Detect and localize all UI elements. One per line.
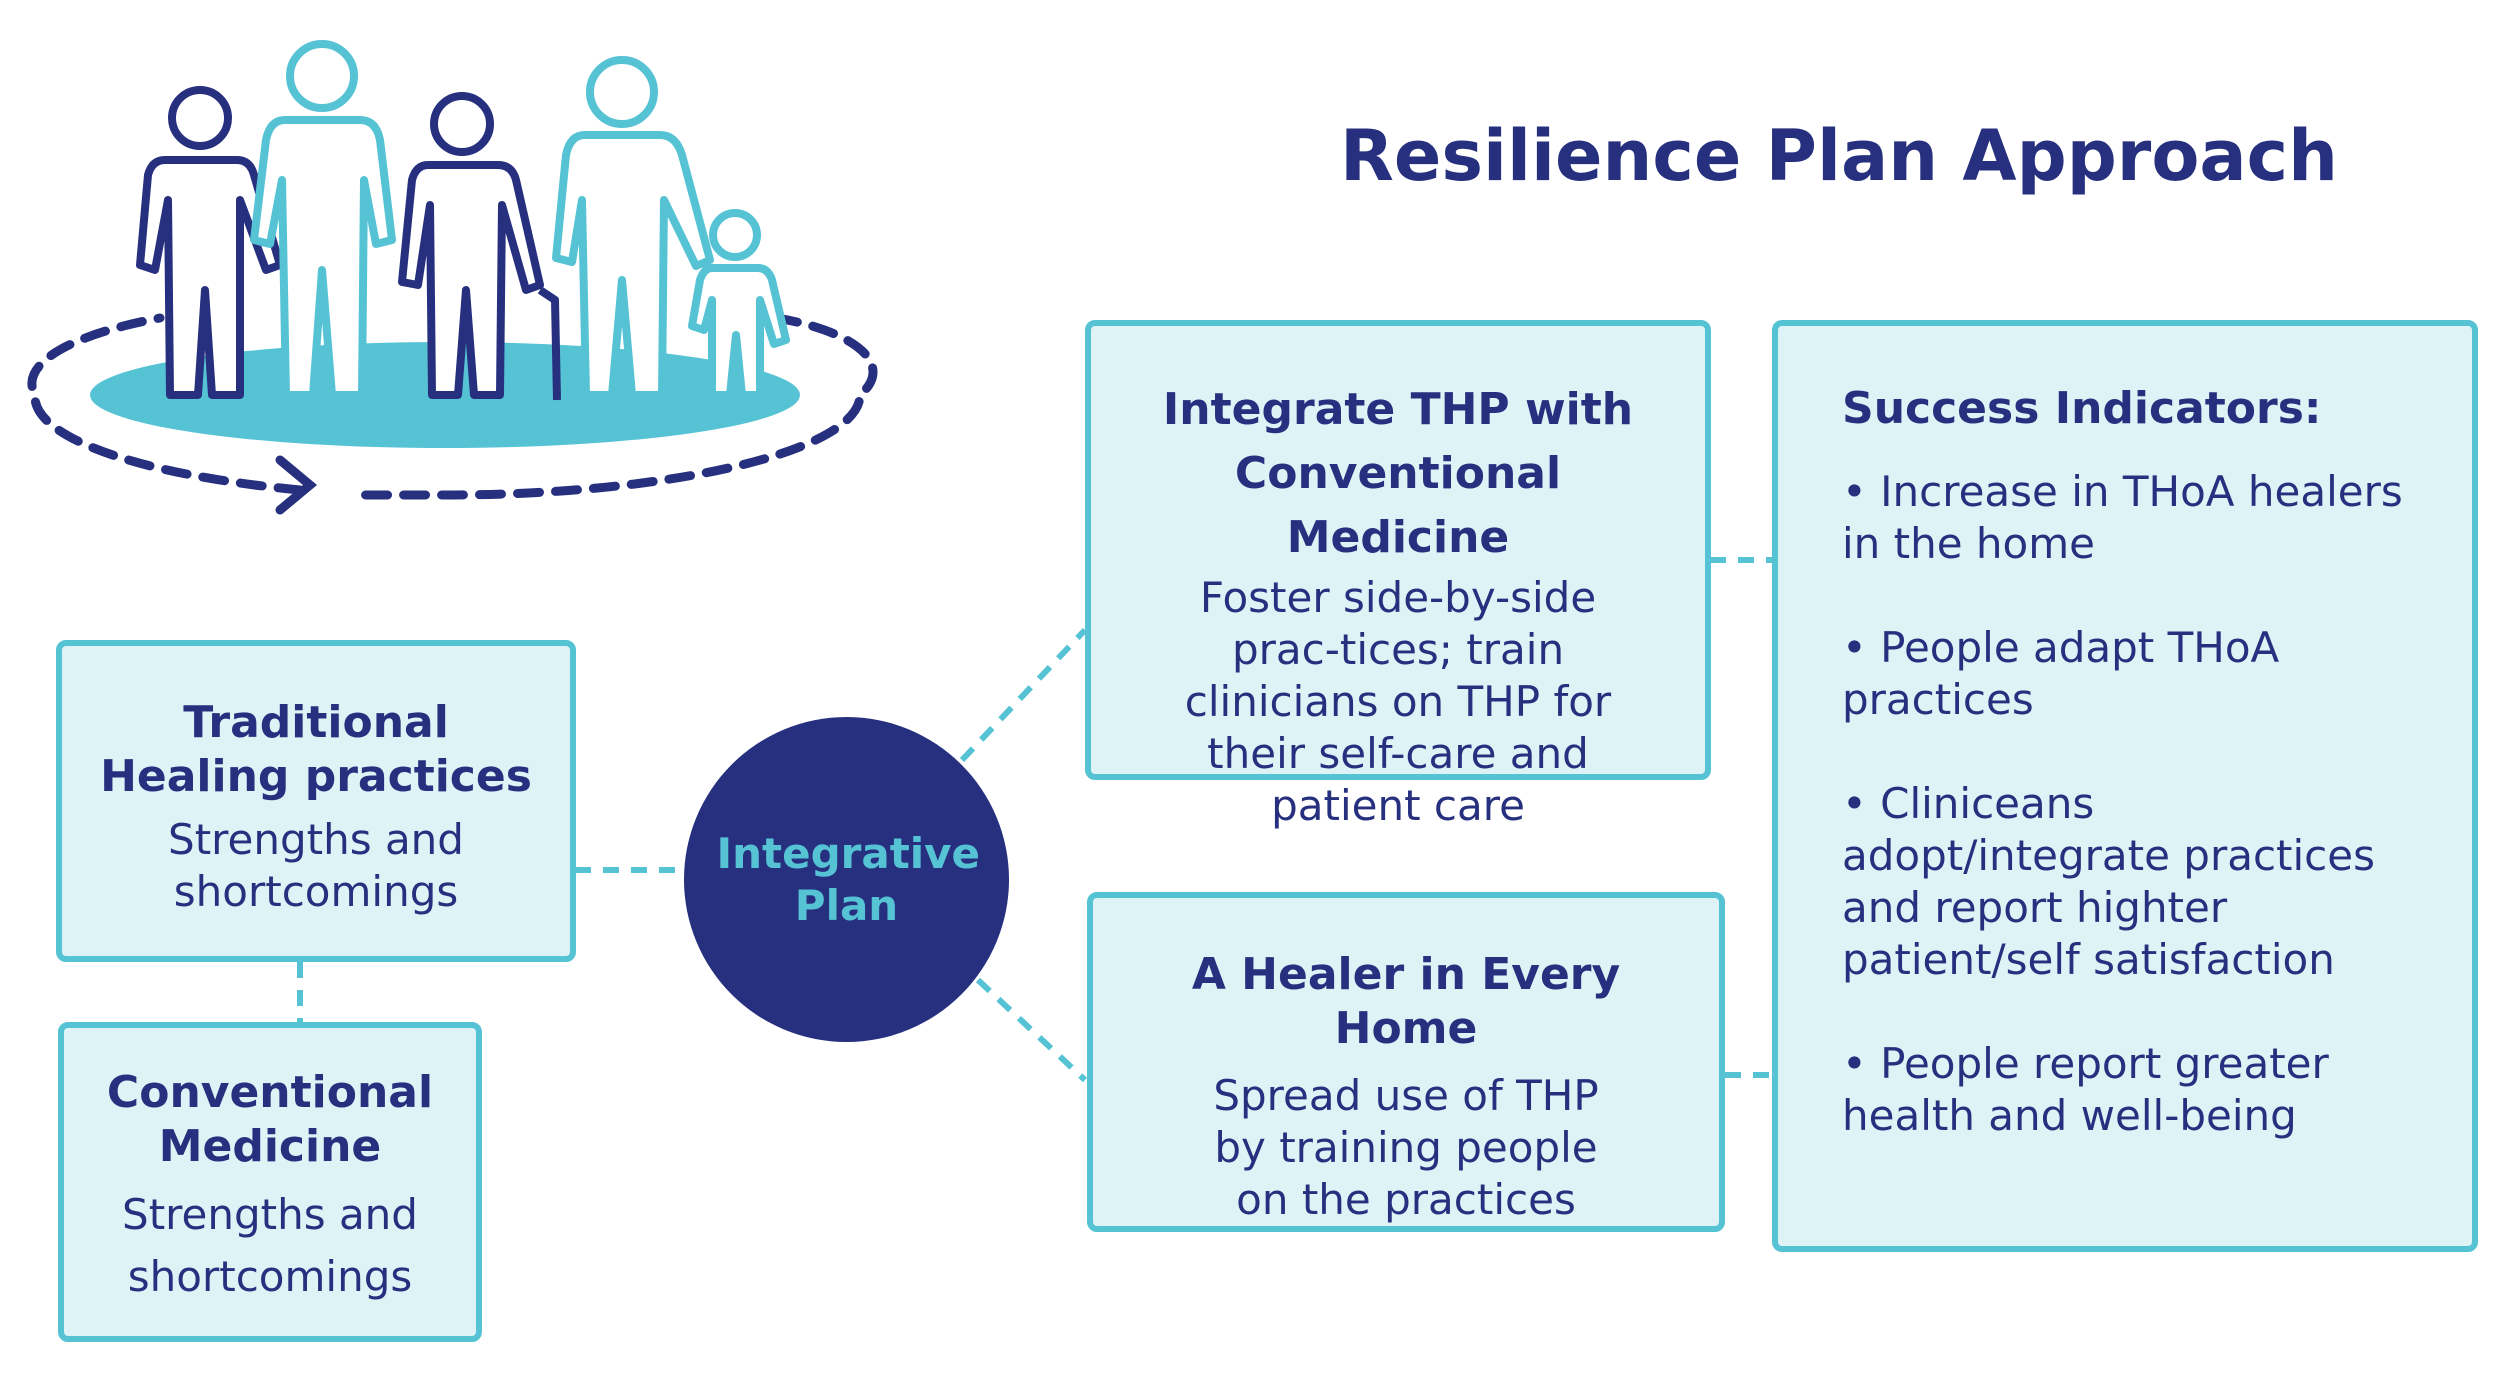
traditional-healing-box: Traditional Healing practices Strengths …	[56, 640, 576, 962]
integrative-plan-circle: Integrative Plan	[684, 717, 1009, 1042]
conventional-medicine-heading: Conventional Medicine	[106, 1067, 434, 1172]
connector-plan-to-integrate	[959, 627, 1088, 763]
healer-every-home-box: A Healer in Every Home Spread use of THP…	[1087, 892, 1725, 1232]
family-group-cycle-icon	[27, 40, 878, 515]
integrate-thp-heading: Integrate THP with Conventional Medicine	[1162, 384, 1634, 563]
indicator-item: • People report greater health and well-…	[1842, 1039, 2329, 1140]
healer-every-home-heading: A Healer in Every Home	[1191, 949, 1621, 1054]
connector-plan-to-healer	[975, 977, 1088, 1083]
integrate-thp-box: Integrate THP with Conventional Medicine…	[1085, 320, 1711, 830]
integrate-thp-body: Foster side-by-side prac-tices; train cl…	[1184, 573, 1612, 830]
indicator-item: • Cliniceans adopt/integrate practices a…	[1842, 779, 2375, 984]
integrative-plan-label: Integrative Plan	[716, 828, 981, 930]
conventional-medicine-body: Strengths and shortcomings	[122, 1190, 418, 1301]
indicator-item: • Increase in THoA healers in the home	[1842, 467, 2403, 568]
success-indicators-box: Success Indicators: • Increase in THoA h…	[1772, 320, 2478, 1252]
healer-every-home-body: Spread use of THP by training people on …	[1213, 1071, 1599, 1224]
success-indicators-heading: Success Indicators:	[1842, 383, 2322, 434]
page-title: Resilience Plan Approach	[1340, 115, 2338, 197]
indicator-item: • People adapt THoA practices	[1842, 623, 2280, 724]
traditional-healing-body: Strengths and shortcomings	[168, 815, 464, 916]
conventional-medicine-box: Conventional Medicine Strengths and shor…	[58, 1022, 482, 1342]
traditional-healing-heading: Traditional Healing practices	[100, 697, 532, 802]
